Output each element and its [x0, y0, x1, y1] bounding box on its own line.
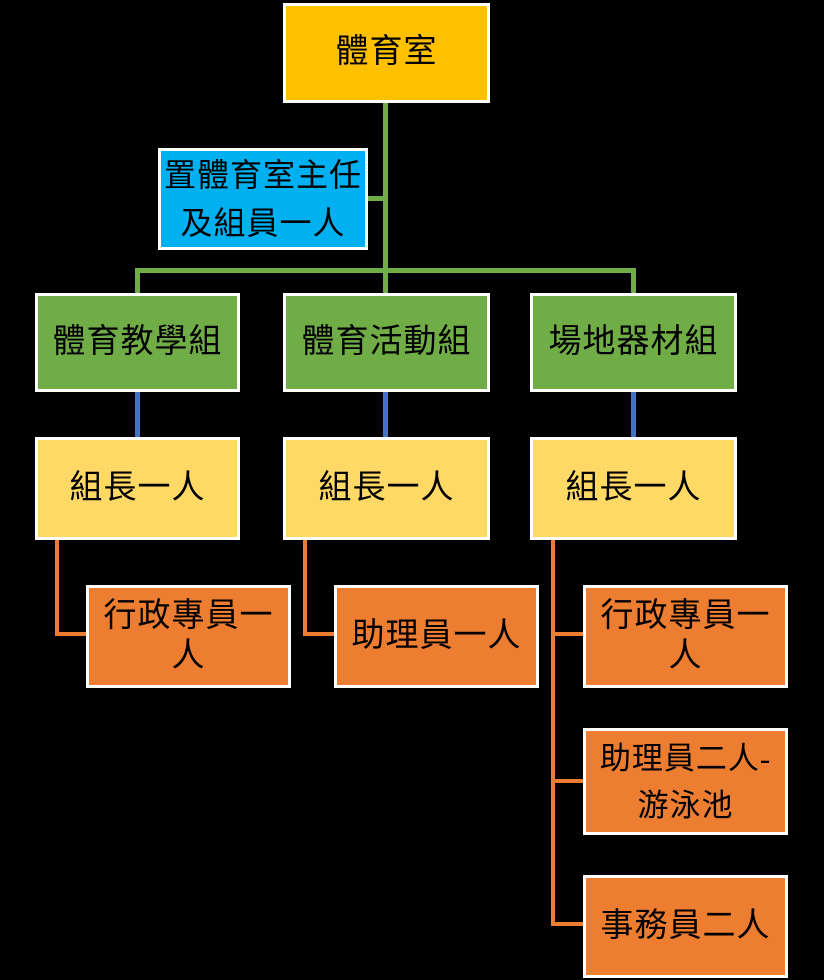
- connector-leader-3-branch-1: [551, 632, 583, 636]
- node-member-2-1: 助理員一人: [334, 585, 539, 688]
- connector-staff-note-stub: [366, 196, 383, 201]
- node-leader-1-label: 組長一人: [69, 469, 206, 506]
- node-member-3-2-line-1: 助理員二人-: [599, 740, 772, 776]
- node-leader-2: 組長一人: [283, 437, 490, 540]
- connector-division-1-leader: [135, 392, 140, 437]
- connector-tier-horizontal: [135, 268, 636, 273]
- node-member-1-1: 行政專員一人: [86, 585, 291, 688]
- connector-division-2-leader: [383, 392, 388, 437]
- connector-drop-division-3: [631, 271, 636, 293]
- node-leader-3-label: 組長一人: [565, 469, 702, 506]
- node-staff-note-line-1: 置體育室主任: [163, 157, 362, 193]
- node-member-3-2-line-2: 游泳池: [637, 787, 734, 823]
- node-staff-note-line-2: 及組員一人: [180, 205, 346, 241]
- node-division-2: 體育活動組: [283, 293, 490, 392]
- connector-leader-1-vertical: [55, 540, 59, 636]
- node-staff-note: 置體育室主任 及組員一人: [158, 148, 368, 250]
- node-member-3-3-label: 事務員二人: [600, 907, 771, 944]
- connector-root-stem: [383, 103, 388, 293]
- node-member-2-1-label: 助理員一人: [351, 617, 522, 654]
- node-division-1: 體育教學組: [35, 293, 240, 392]
- node-division-3-label: 場地器材組: [548, 323, 719, 360]
- node-member-3-2: 助理員二人- 游泳池: [583, 728, 788, 835]
- connector-leader-3-branch-2: [551, 779, 583, 783]
- node-member-3-3: 事務員二人: [583, 875, 788, 978]
- connector-leader-3-vertical: [551, 540, 555, 926]
- node-leader-1: 組長一人: [35, 437, 240, 540]
- node-member-3-1: 行政專員一人: [583, 585, 788, 688]
- node-leader-2-label: 組長一人: [318, 469, 455, 506]
- node-division-2-label: 體育活動組: [301, 323, 472, 360]
- node-division-1-label: 體育教學組: [52, 323, 223, 360]
- connector-leader-2-branch: [303, 632, 334, 636]
- connector-drop-division-1: [135, 271, 140, 293]
- connector-leader-1-branch: [55, 632, 86, 636]
- node-member-1-1-label: 行政專員一人: [103, 597, 274, 674]
- node-leader-3: 組長一人: [530, 437, 737, 540]
- connector-leader-2-vertical: [303, 540, 307, 636]
- node-root: 體育室: [283, 3, 490, 103]
- connector-leader-3-branch-3: [551, 922, 583, 926]
- connector-division-3-leader: [631, 392, 636, 437]
- node-member-3-1-label: 行政專員一人: [600, 597, 771, 674]
- node-division-3: 場地器材組: [530, 293, 737, 392]
- node-root-label: 體育室: [335, 34, 438, 71]
